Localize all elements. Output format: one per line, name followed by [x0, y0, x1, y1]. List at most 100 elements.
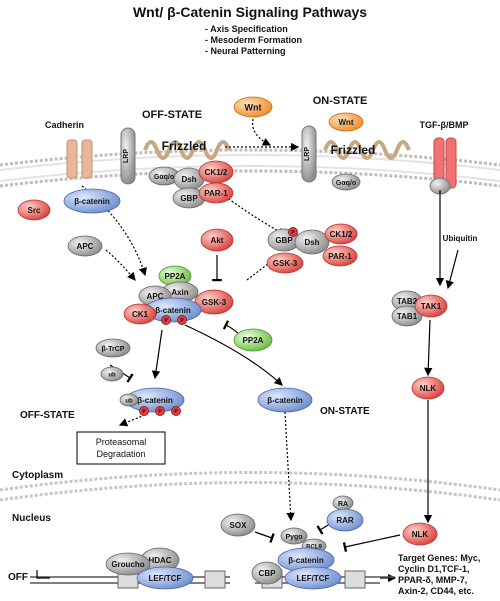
pp2a-complex-label: PP2A: [165, 272, 186, 281]
p-mark-1: P: [161, 315, 171, 325]
ub-bound-label: ub: [125, 399, 133, 405]
axin-label: Axin: [171, 288, 188, 297]
dsh-on-label: Dsh: [304, 238, 319, 247]
nucleus-label: Nucleus: [12, 513, 51, 524]
p-mark-5: P: [171, 406, 181, 416]
lrp-label-on: LRP: [304, 147, 311, 161]
akt-shape: [200, 228, 234, 252]
ck12-off-molecule: CK1/2: [198, 160, 234, 184]
dsh-on-shape: [294, 229, 330, 255]
tgf-label: TGF-β/BMP: [420, 120, 469, 130]
tak1-label: TAK1: [421, 302, 442, 311]
cadherin-label: Cadherin: [45, 120, 84, 130]
bcatenin-stable-label: β-catenin: [267, 396, 303, 405]
lrp-label-off: LRP: [123, 149, 130, 163]
target-genes-4: Axin-2, CD44, etc.: [398, 586, 474, 596]
sox-label: SOX: [230, 521, 248, 530]
btrcp-molecule: β-TrCP: [95, 338, 131, 358]
ck1-complex-shape: [123, 303, 157, 325]
role-3: - Neural Patterning: [205, 46, 286, 56]
frizzled-label-on: Frizzled: [331, 143, 376, 157]
src-molecule: Src: [17, 199, 51, 221]
btrcp-label: β-TrCP: [102, 346, 125, 353]
par1-off-shape: [198, 182, 234, 204]
groucho-shape: [105, 552, 151, 576]
sox-shape: [220, 513, 256, 537]
dsh-on-molecule: Dsh: [294, 229, 330, 255]
galpha-on-molecule: Gαq/o: [331, 173, 361, 191]
pygo-shape: [280, 527, 308, 545]
wnt-ligand-top-shape: [233, 96, 273, 118]
degradation-line-1: Proteasomal: [96, 437, 147, 447]
p-mark-2: P: [177, 315, 187, 325]
ck12-on-shape: [324, 223, 358, 245]
p-mark-4: P: [155, 406, 165, 416]
wnt-ligand-top-molecule: Wnt: [233, 96, 273, 118]
frizzled-receptor-off: [120, 127, 231, 185]
cbp-molecule: CBP: [251, 561, 283, 585]
cadherin-receptor: [66, 139, 93, 179]
apc-free-molecule: APC: [67, 235, 103, 257]
pygo-label: Pygo: [285, 534, 302, 541]
nlk-nucleus-shape: [402, 522, 438, 546]
rar-shape: [326, 508, 364, 532]
galpha-off-label: Gαq/o: [154, 174, 174, 181]
nlk-cyto-label: NLK: [420, 384, 437, 393]
bcatenin-complex-label: β-catenin: [155, 306, 191, 315]
p-mark-3-label: P: [142, 409, 146, 415]
ub-bound-shape: [119, 393, 139, 407]
tgf-receptor: [429, 137, 457, 195]
ub-bound-molecule: ub: [119, 393, 139, 407]
tak1-molecule: TAK1: [414, 294, 448, 318]
target-genes-3: PPAR-δ, MMP-7,: [398, 575, 467, 585]
page-title: Wnt/ β-Catenin Signaling Pathways: [133, 4, 367, 20]
ub-free-shape: [100, 366, 124, 382]
gbp-off-label: GBP: [180, 194, 198, 203]
rar-molecule: RAR: [326, 508, 364, 532]
galpha-on-shape: [331, 173, 361, 191]
groucho-label: Groucho: [111, 560, 144, 569]
frizzled-label-off: Frizzled: [162, 139, 207, 153]
sox-molecule: SOX: [220, 513, 256, 537]
lef-on-shape: [284, 566, 342, 590]
par1-on-label: PAR-1: [328, 252, 352, 261]
gbp-on-label: GBP: [275, 236, 293, 245]
lef-on-label: LEF/TCF: [297, 574, 330, 583]
wnt-ligand-bound-molecule: Wnt: [328, 112, 364, 132]
pygo-molecule: Pygo: [280, 527, 308, 545]
lef-off-shape: [136, 566, 194, 590]
lef-off-label: LEF/TCF: [149, 574, 182, 583]
nlk-cyto-shape: [411, 376, 445, 400]
bcl9-label: BCL9: [306, 545, 322, 551]
akt-label: Akt: [211, 236, 224, 245]
p-mark-1-label: P: [164, 318, 168, 324]
target-genes-1: Target Genes: Myc,: [398, 553, 480, 563]
off-state-mid: OFF-STATE: [20, 410, 75, 421]
p-mark-5-label: P: [174, 409, 178, 415]
apc-free-shape: [67, 235, 103, 257]
nlk-nucleus-label: NLK: [412, 530, 429, 539]
ub-free-molecule: ub: [100, 366, 124, 382]
pathway-arrows: [81, 118, 459, 583]
ra-label: RA: [338, 501, 348, 508]
ra-molecule: RA: [332, 495, 354, 511]
akt-molecule: Akt: [200, 228, 234, 252]
par1-off-molecule: PAR-1: [198, 182, 234, 204]
tab1-label: TAB1: [397, 312, 418, 321]
pp2a-free-molecule: PP2A: [233, 328, 273, 352]
lef-off-molecule: LEF/TCF: [136, 566, 194, 590]
role-2: - Mesoderm Formation: [205, 35, 302, 45]
bcatenin-membrane-shape: [63, 188, 121, 214]
par1-on-molecule: PAR-1: [322, 245, 358, 267]
gsk3-on-molecule: GSK-3: [266, 252, 304, 274]
gsk3-complex-label: GSK-3: [202, 298, 227, 307]
cytoplasm-label: Cytoplasm: [12, 470, 63, 481]
tab1-shape: [391, 305, 423, 327]
galpha-on-label: Gαq/o: [336, 180, 356, 187]
tab1-molecule: TAB1: [391, 305, 423, 327]
nlk-nucleus-molecule: NLK: [402, 522, 438, 546]
nlk-cyto-molecule: NLK: [411, 376, 445, 400]
par1-on-shape: [322, 245, 358, 267]
